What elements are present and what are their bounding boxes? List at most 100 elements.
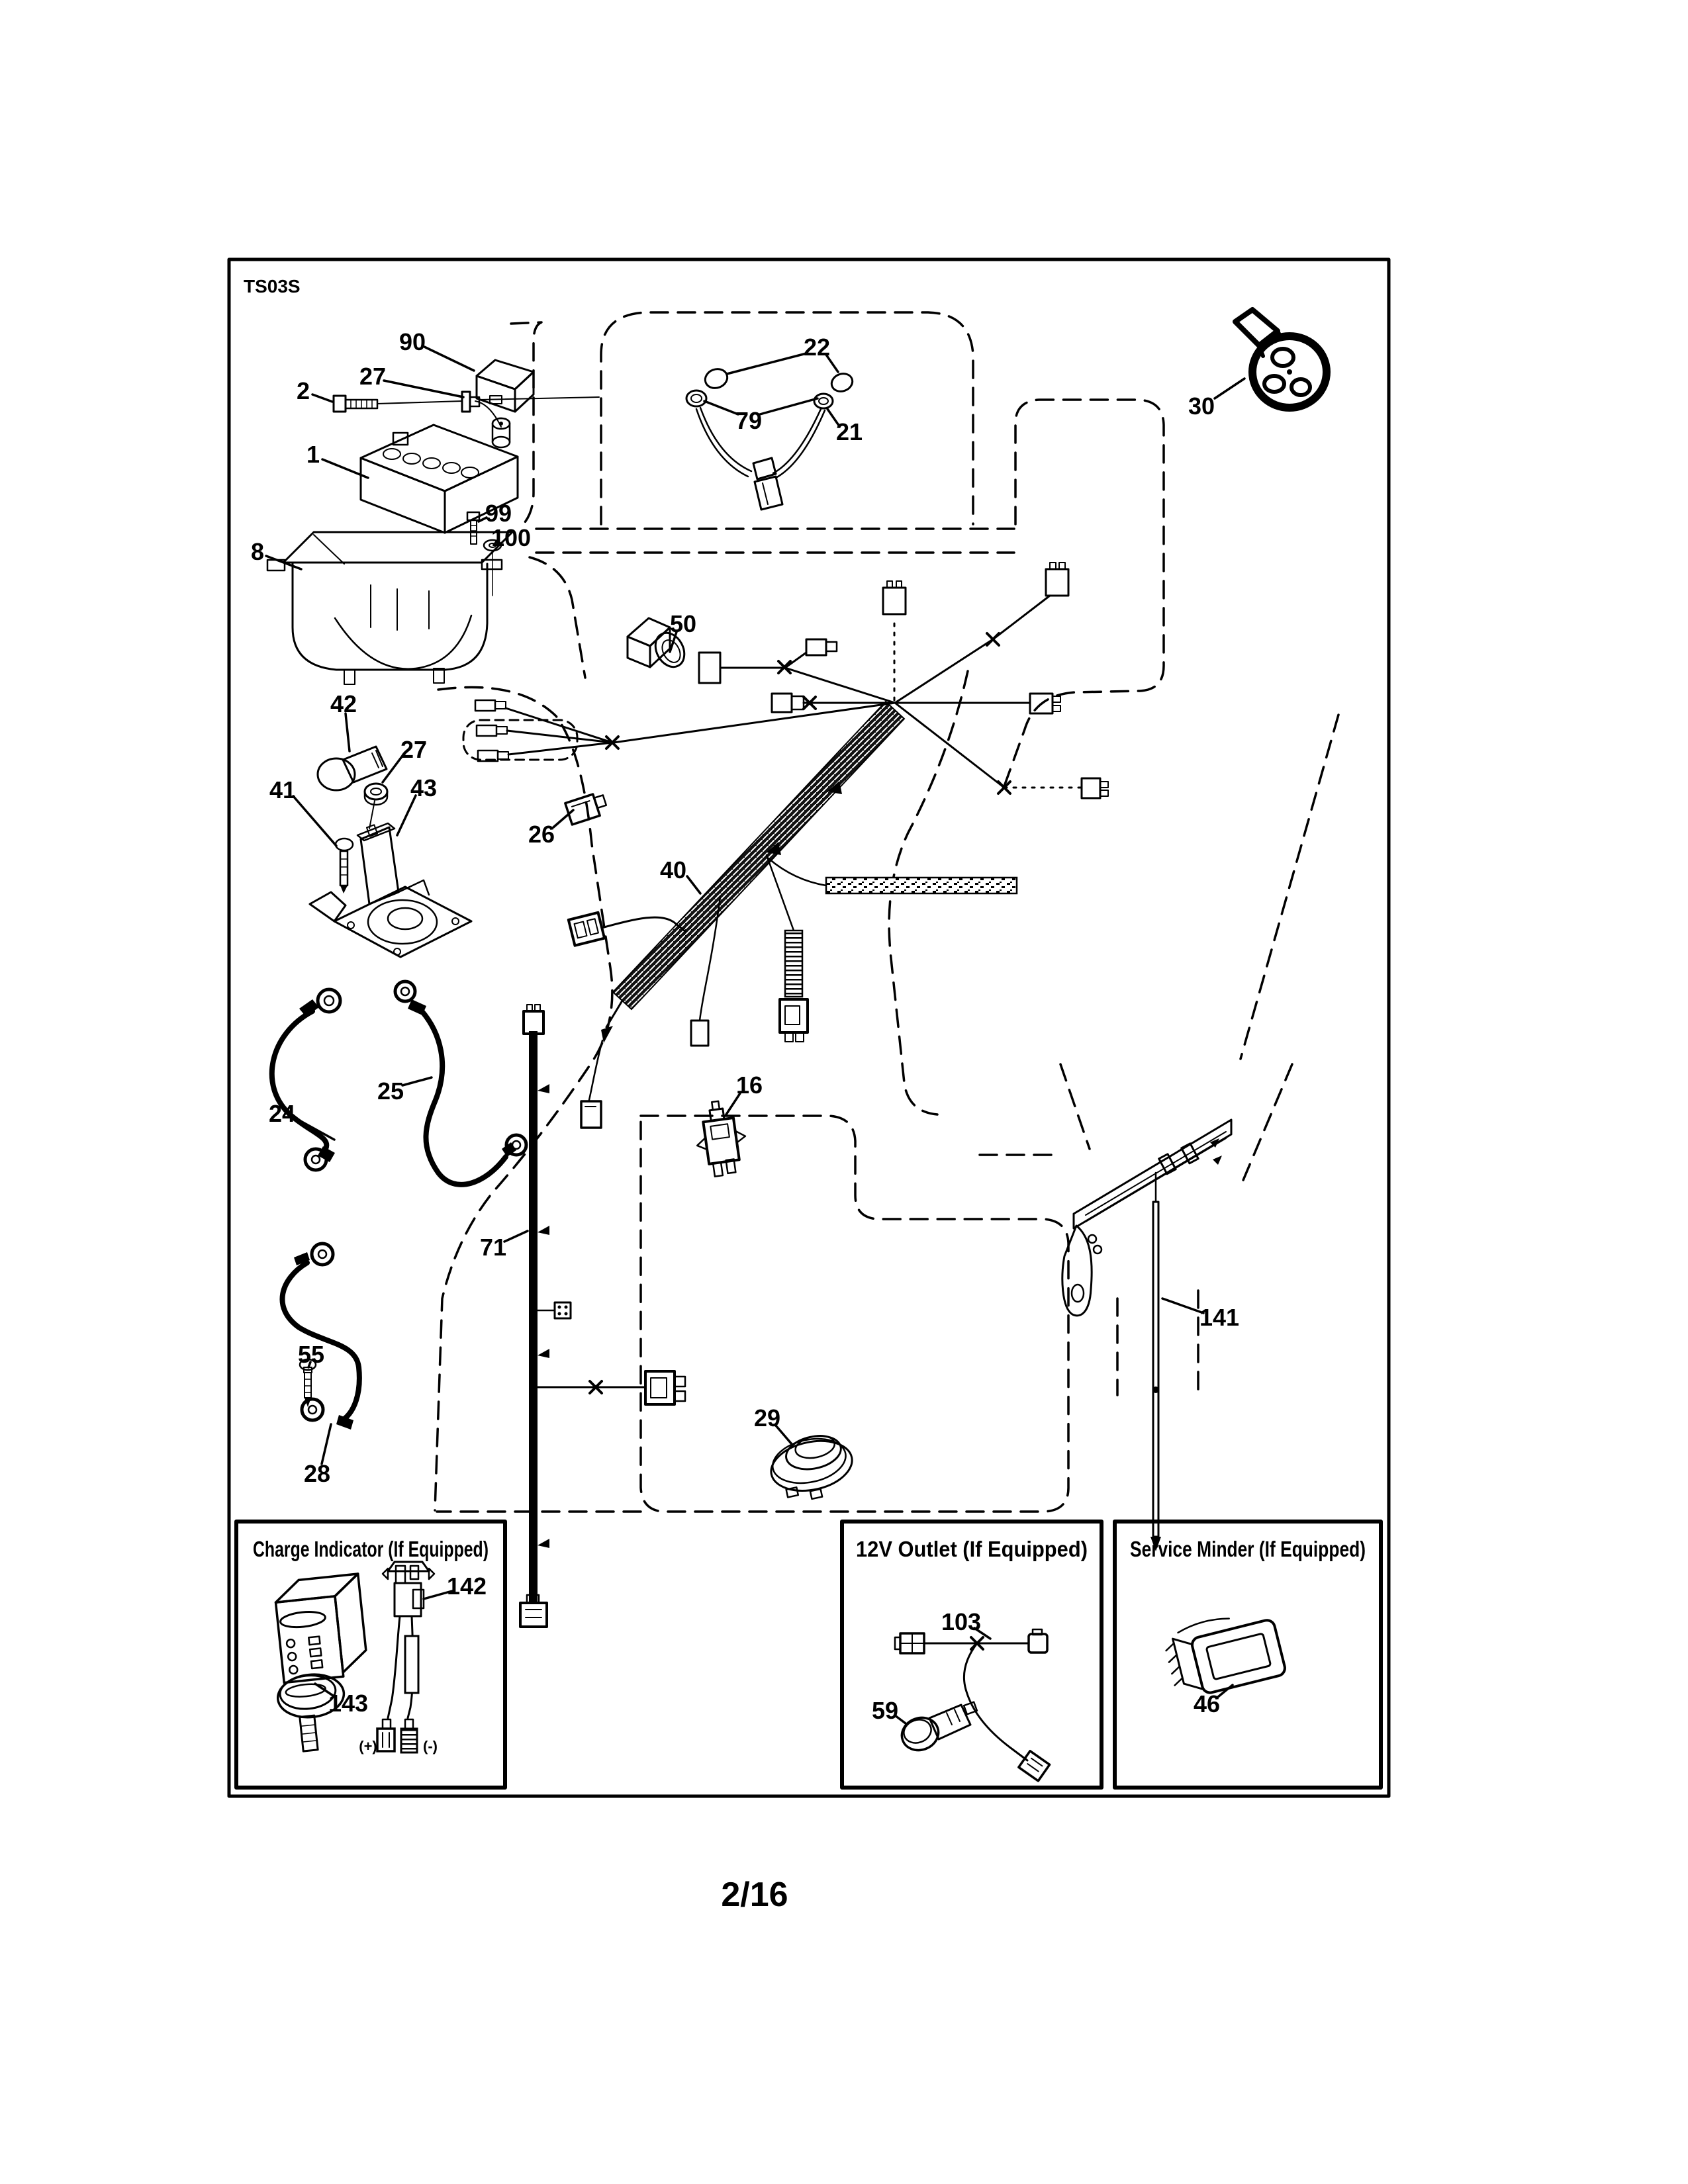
- callout-leader-55: [307, 1361, 312, 1369]
- callout-leader-143: [314, 1682, 336, 1698]
- callout-leader-26: [552, 809, 575, 829]
- callout-141: 141: [1199, 1304, 1239, 1331]
- cable-24: [269, 987, 342, 1172]
- callout-22: 22: [804, 334, 830, 361]
- minus-terminal-label: (-): [423, 1738, 438, 1754]
- dash-harness-71: [519, 1004, 686, 1628]
- wire-junction-marks: [588, 632, 1011, 1651]
- harness-loom-band: [825, 876, 1018, 895]
- callout-142: 142: [447, 1572, 487, 1600]
- callout-16: 16: [736, 1071, 763, 1099]
- callout-leader-50: [669, 631, 678, 653]
- ignition-switch-30: [1233, 307, 1331, 412]
- outlet-12v-box: [840, 1520, 1103, 1790]
- horn-29: [770, 1435, 853, 1500]
- callout-41: 41: [269, 776, 296, 803]
- callout-27: 27: [359, 363, 386, 390]
- callout-leader-142: [422, 1590, 453, 1600]
- callout-24: 24: [269, 1100, 295, 1127]
- callout-leader-27: [383, 379, 465, 398]
- callout-leader-24: [295, 1117, 336, 1141]
- callout-40: 40: [660, 856, 686, 884]
- callout-leader-41: [292, 795, 338, 847]
- callout-leader-16: [725, 1092, 741, 1116]
- battery-cables: [269, 979, 528, 1430]
- callout-71: 71: [480, 1234, 506, 1261]
- sheet-code: TS03S: [244, 276, 301, 296]
- callout-leader-21: [826, 408, 841, 428]
- page-number: 2/16: [721, 1876, 788, 1914]
- callout-leader-59: [894, 1714, 907, 1725]
- callout-leader-100: [494, 539, 499, 545]
- callout-59: 59: [872, 1697, 898, 1724]
- interlock-switch-16: [696, 1100, 747, 1177]
- outlet-socket-59: [900, 1701, 978, 1752]
- callout-leader-27: [381, 754, 404, 784]
- callout-leader-43: [396, 794, 417, 837]
- callout-99: 99: [485, 500, 512, 527]
- plus-terminal-label: (+): [359, 1738, 377, 1754]
- service-minder-title: Service Minder (If Equipped): [1130, 1537, 1366, 1561]
- main-harness-40: [474, 562, 1109, 1129]
- callout-leader-40: [686, 875, 702, 895]
- battery-bolt-2: [332, 394, 379, 413]
- diagram-border: [227, 257, 1391, 1798]
- callout-143: 143: [328, 1690, 368, 1717]
- callout-leader-22: [726, 352, 808, 375]
- callout-leader-71: [503, 1230, 529, 1243]
- service-minder-module-46: [1165, 1617, 1286, 1694]
- callout-28: 28: [304, 1460, 330, 1487]
- harness-braid-band: [612, 700, 906, 1011]
- callout-25: 25: [377, 1077, 404, 1105]
- callout-1: 1: [306, 441, 320, 468]
- callout-27: 27: [400, 736, 427, 763]
- callout-leader-42: [344, 712, 351, 752]
- callout-46: 46: [1194, 1690, 1220, 1717]
- nut-27: [363, 782, 389, 829]
- headlight-bulb-right: [830, 373, 854, 392]
- callout-leader-25: [401, 1076, 433, 1087]
- callout-leader-2: [311, 393, 334, 403]
- callout-26: 26: [528, 821, 555, 848]
- headlight-bulb-left: [704, 368, 729, 389]
- callout-21: 21: [836, 418, 863, 445]
- callout-90: 90: [399, 328, 426, 355]
- outlet-12v-title: 12V Outlet (If Equipped): [856, 1537, 1088, 1561]
- inset-service-minder: Service Minder (If Equipped): [1113, 1520, 1383, 1790]
- callout-30: 30: [1188, 392, 1215, 420]
- battery-group: [266, 359, 600, 685]
- callout-leader-46: [1217, 1684, 1234, 1698]
- headlight-harness: [685, 368, 854, 511]
- callout-79: 79: [735, 407, 762, 434]
- callout-leader-79: [703, 400, 739, 416]
- callout-8: 8: [251, 538, 264, 565]
- charge-indicator-box: [234, 1520, 507, 1790]
- battery: [359, 400, 519, 534]
- fuel-sender-141: [1061, 1118, 1233, 1551]
- callout-103: 103: [941, 1608, 981, 1635]
- callout-leader-103: [973, 1627, 992, 1640]
- callout-29: 29: [754, 1404, 780, 1432]
- callout-leader-79: [759, 397, 819, 416]
- battery-tray-8: [266, 531, 514, 685]
- callout-leader-99: [477, 516, 488, 523]
- inset-charge-indicator: Charge Indicator (If Equipped): [234, 1520, 507, 1790]
- callout-leader-29: [774, 1424, 793, 1445]
- battery-clamp-27: [377, 390, 600, 413]
- solenoid-43: [308, 822, 473, 958]
- callout-leader-90: [423, 345, 475, 372]
- callout-leader-8: [265, 555, 303, 570]
- tractor-outline-dashed: [434, 311, 1340, 1513]
- callout-42: 42: [330, 690, 357, 717]
- inset-12v-outlet: 12V Outlet (If Equipped): [840, 1520, 1103, 1790]
- harness-71-branch-connector: [644, 1370, 686, 1406]
- charge-indicator-title: Charge Indicator (If Equipped): [253, 1537, 489, 1561]
- callout-55: 55: [298, 1341, 324, 1368]
- callout-2: 2: [297, 377, 310, 404]
- callout-leader-28: [320, 1423, 332, 1465]
- relay-90: [475, 359, 535, 413]
- callout-100: 100: [491, 524, 531, 551]
- terminal-boot-42: [316, 745, 388, 792]
